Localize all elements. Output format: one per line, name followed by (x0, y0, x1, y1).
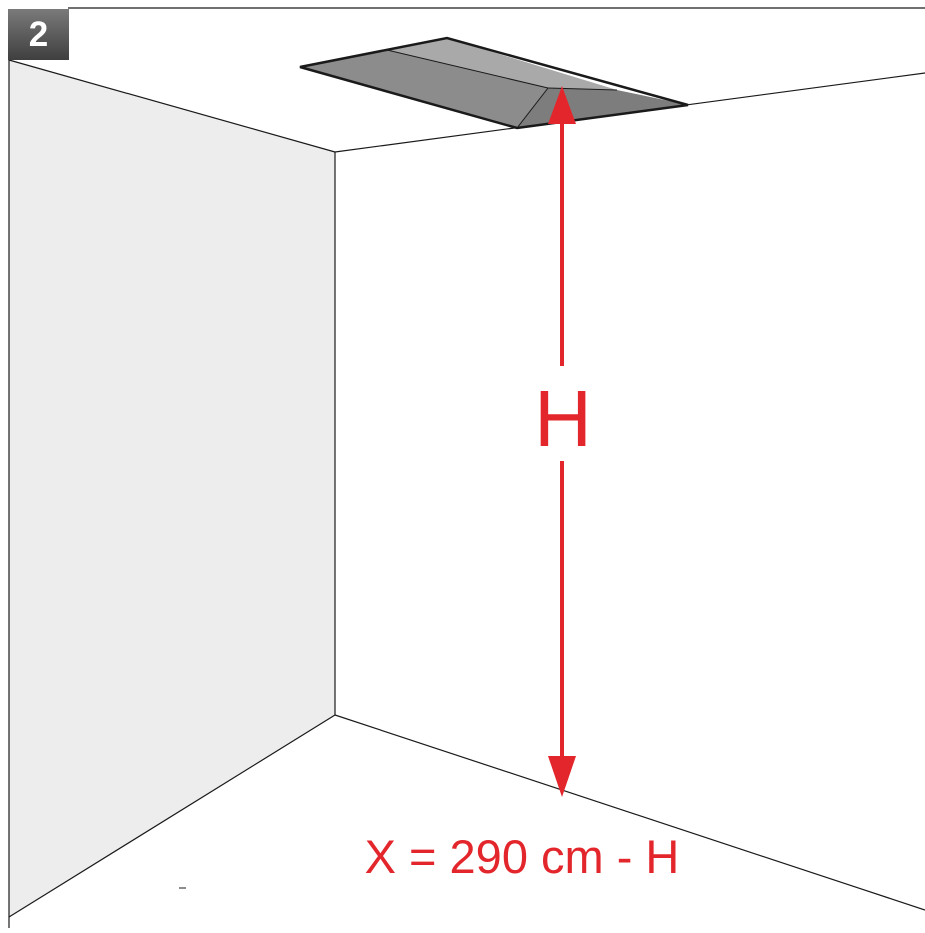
arrow-head-bottom (548, 756, 576, 797)
ceiling-unit-top-right-panel (387, 38, 617, 90)
step-number-badge: 2 (8, 9, 69, 60)
height-dimension (548, 86, 576, 797)
formula-label: X = 290 cm - H (365, 830, 680, 883)
floor-left-edge (8, 714, 336, 918)
height-label: H (534, 374, 592, 463)
room-outline (8, 7, 925, 928)
ceiling-left-edge (8, 59, 336, 153)
arrow-head-top (548, 86, 576, 124)
ceiling-unit-outline (299, 36, 689, 130)
ceiling-unit (299, 36, 689, 130)
floor-right-edge (334, 714, 925, 911)
ceiling-unit-ridge (386, 49, 549, 89)
ceiling-unit-corner (516, 87, 549, 129)
left-wall (9, 60, 335, 917)
ceiling-unit-top-edge (547, 87, 618, 91)
